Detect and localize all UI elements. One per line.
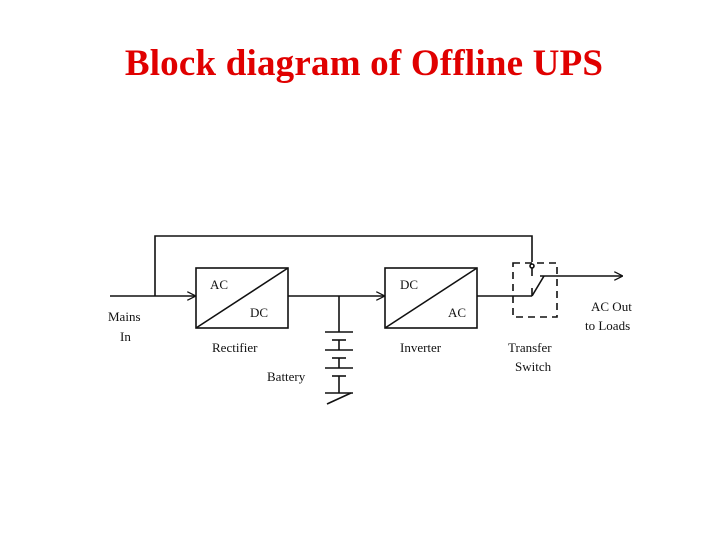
inverter-diagonal <box>384 267 478 329</box>
battery-label: Battery <box>267 369 306 384</box>
transfer-switch-box <box>512 262 558 318</box>
bypass-line <box>154 235 533 296</box>
mains-label-1: Mains <box>108 309 141 324</box>
transfer-switch-contacts <box>529 263 545 297</box>
rectifier-ac-label: AC <box>210 277 228 292</box>
output-label-2: to Loads <box>585 318 630 333</box>
inverter-block <box>384 267 478 329</box>
inverter-ac-label: AC <box>448 305 466 320</box>
rectifier-block <box>195 267 289 329</box>
transfer-switch-label-2: Switch <box>515 359 552 374</box>
rectifier-label: Rectifier <box>212 340 258 355</box>
rectifier-dc-label: DC <box>250 305 268 320</box>
transfer-switch-label-1: Transfer <box>508 340 552 355</box>
inverter-dc-label: DC <box>400 277 418 292</box>
battery-symbol <box>325 331 353 405</box>
page-title: Block diagram of Offline UPS <box>124 43 604 84</box>
output-label-1: AC Out <box>591 299 632 314</box>
mains-label-2: In <box>120 329 131 344</box>
inverter-label: Inverter <box>400 340 442 355</box>
rectifier-diagonal <box>195 267 289 329</box>
